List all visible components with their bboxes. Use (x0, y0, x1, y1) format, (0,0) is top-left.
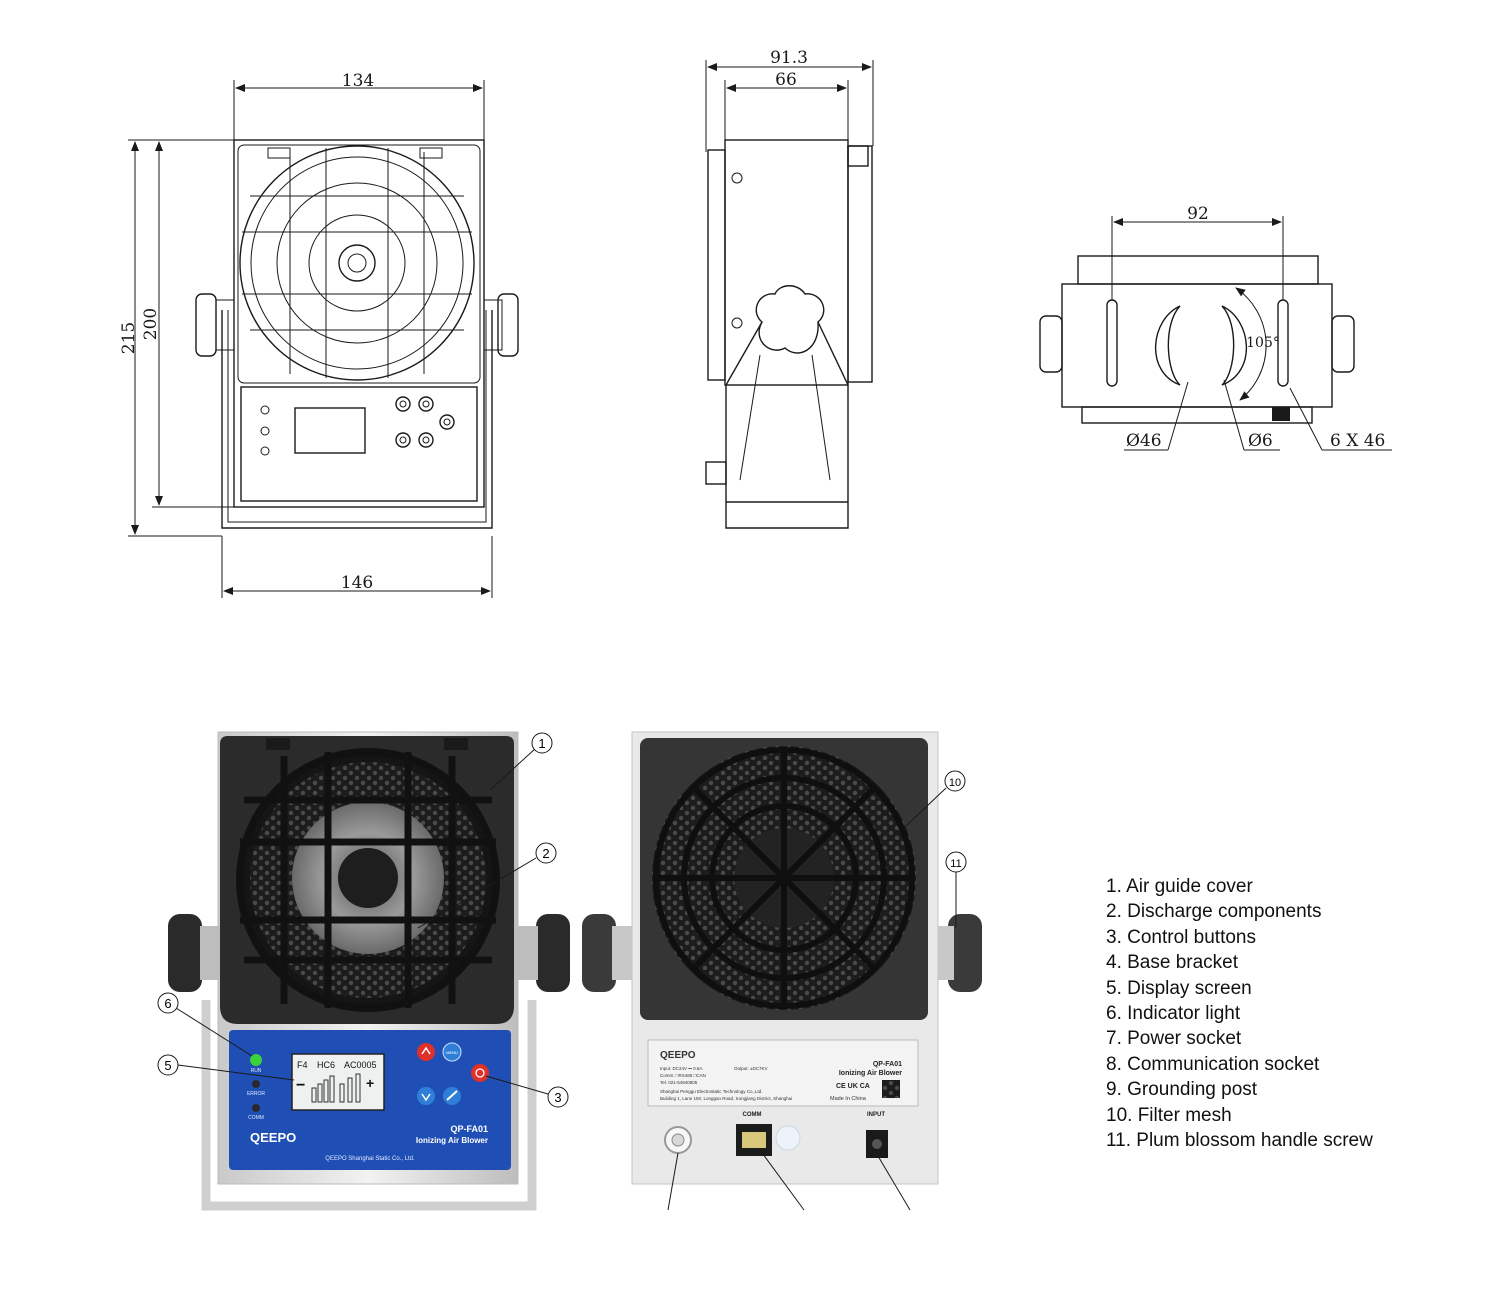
bottom-view-drawing: 92 105° Ø46 Ø6 6 X 46 (1039, 204, 1392, 451)
bluetooth-connector (775, 1125, 801, 1151)
front-brand: QEEPO (250, 1130, 296, 1145)
menu-button-label: MENU (446, 1050, 458, 1055)
back-made-in: Made In China (830, 1096, 867, 1102)
dim-91-3: 91.3 (770, 48, 808, 68)
legend-item: 8. Communication socket (1106, 1053, 1320, 1075)
callout-1: 1 (538, 736, 545, 751)
dim-146: 146 (341, 573, 373, 593)
callout-2: 2 (542, 846, 549, 861)
dim-134: 134 (342, 71, 374, 91)
led-label-run: RUN (251, 1068, 262, 1074)
legend-item: 6. Indicator light (1106, 1003, 1241, 1025)
back-maker: Shanghai Penggu Electrostatic Technology… (660, 1089, 763, 1094)
power-icon (475, 1068, 485, 1078)
up-button[interactable] (417, 1043, 435, 1061)
back-callouts: 10 11 (905, 770, 967, 928)
front-model: QP-FA01 (450, 1124, 488, 1134)
legend-list: 1. Air guide cover 2. Discharge componen… (1106, 874, 1373, 1153)
front-callouts: 1 2 3 5 6 (157, 732, 569, 1108)
dim-215: 215 (119, 322, 139, 354)
down-button[interactable] (417, 1087, 435, 1105)
dim-diameter-6: Ø6 (1248, 431, 1273, 451)
front-product-name: Ionizing Air Blower (416, 1136, 488, 1145)
legend-item: 1. Air guide cover (1106, 876, 1253, 897)
display-plus: + (366, 1075, 374, 1091)
led-label-comm: COMM (248, 1115, 264, 1121)
legend-item: 11. Plum blossom handle screw (1106, 1130, 1373, 1152)
back-spec-input: Input: DC24V ⎓ 0.6A (660, 1066, 702, 1071)
legend-item: 9. Grounding post (1106, 1079, 1258, 1101)
legend-item: 4. Base bracket (1106, 952, 1239, 974)
port-input-label: INPUT (867, 1112, 885, 1118)
front-device-render: RUN ERROR COMM F4 HC6 AC0005 − + MENU QE… (168, 731, 570, 1211)
dim-105-angle: 105° (1246, 335, 1280, 351)
dim-200: 200 (141, 308, 161, 340)
legend-item: 3. Control buttons (1106, 926, 1256, 948)
display-ac: AC0005 (344, 1060, 377, 1070)
back-spec-tel: Tel: 021-54940805 (660, 1080, 698, 1085)
arrow-up-icon (421, 1046, 431, 1055)
callout-3: 3 (554, 1090, 561, 1105)
back-brand: QEEPO (660, 1050, 696, 1061)
callout-10: 10 (949, 777, 961, 789)
legend-item: 7. Power socket (1106, 1028, 1242, 1050)
back-product-name: Ionizing Air Blower (839, 1070, 902, 1077)
callout-5: 5 (164, 1058, 171, 1073)
front-company: QEEPO Shanghai Static Co., Ltd. (325, 1156, 415, 1162)
display-hc: HC6 (317, 1060, 335, 1070)
back-cert-marks: CE UK CA (836, 1083, 870, 1090)
dim-92: 92 (1187, 204, 1209, 224)
legend-item: 5. Display screen (1106, 977, 1252, 999)
side-view-drawing: 91.3 66 (705, 48, 874, 529)
menu-button[interactable] (442, 1042, 462, 1062)
back-device-render: QEEPO QP-FA01 Ionizing Air Blower Input:… (582, 731, 982, 1211)
back-spec-comm: Comm: □RS485 □CAN (660, 1073, 706, 1078)
display-mode: F4 (297, 1060, 308, 1070)
power-button[interactable] (471, 1064, 489, 1082)
port-comm-label: COMM (743, 1112, 762, 1118)
display-minus: − (296, 1077, 305, 1094)
dim-66: 66 (775, 70, 797, 90)
back-address: Building 1, Lane 150, Longgao Road, Song… (660, 1096, 792, 1101)
arrow-down-icon (421, 1093, 431, 1102)
callout-6: 6 (164, 996, 171, 1011)
legend-item: 2. Discharge components (1106, 901, 1322, 923)
back-spec-output: Output: ±DC7KV (734, 1066, 767, 1071)
confirm-icon (446, 1090, 458, 1101)
front-view-drawing: 134 215 200 146 (119, 71, 519, 598)
legend-item: 10. Filter mesh (1106, 1104, 1232, 1126)
qr-code-icon (882, 1080, 900, 1098)
dim-slot: 6 X 46 (1330, 431, 1385, 451)
back-model: QP-FA01 (873, 1061, 902, 1068)
dim-diameter-46: Ø46 (1126, 431, 1162, 451)
callout-11: 11 (950, 858, 961, 870)
led-label-error: ERROR (247, 1091, 265, 1097)
